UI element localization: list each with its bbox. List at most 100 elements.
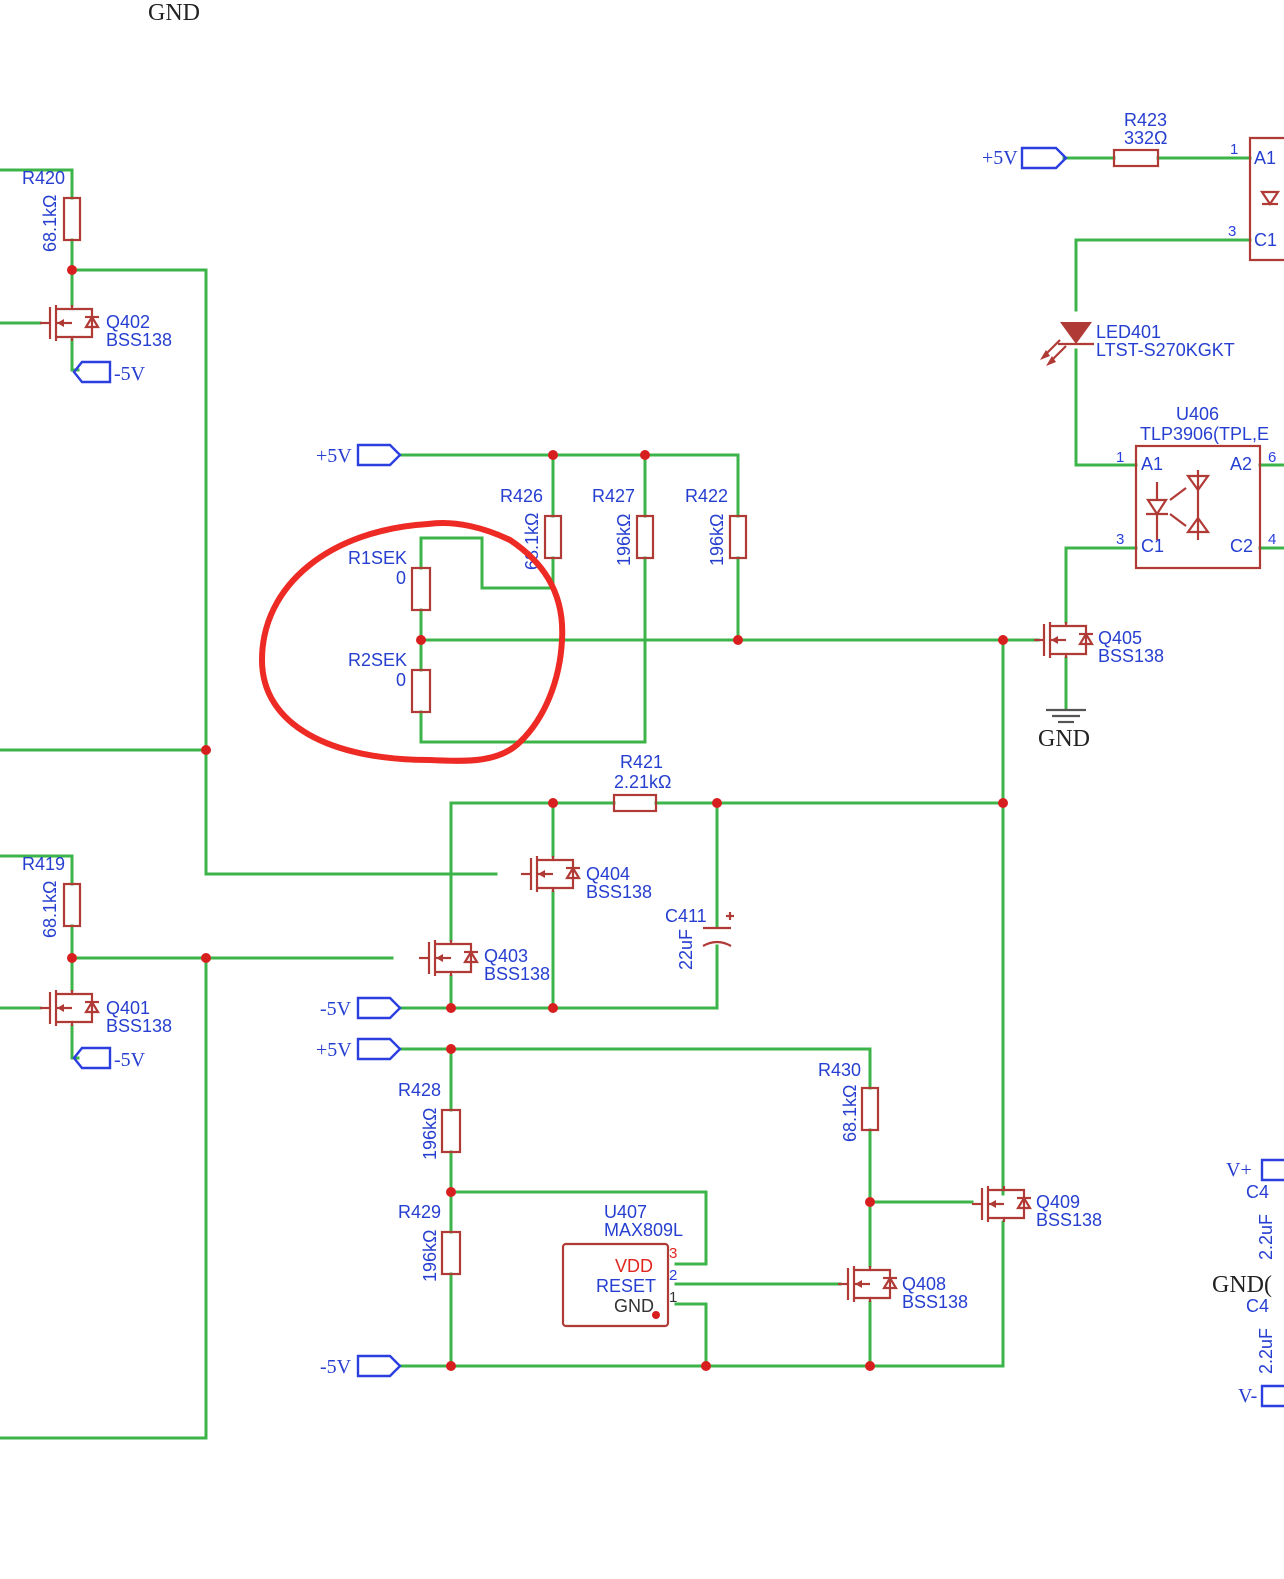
c411-ref: C411 xyxy=(665,906,707,926)
transistor-q405 xyxy=(1034,622,1094,658)
opto-top-pin-c: C1 xyxy=(1254,230,1277,250)
r428-ref: R428 xyxy=(398,1080,441,1100)
r423-value: 332Ω xyxy=(1124,128,1168,148)
port-label-vplus: V+ xyxy=(1226,1159,1252,1181)
u407-num-2: 2 xyxy=(669,1267,677,1284)
port-minus5v-bottom: -5V xyxy=(320,1354,402,1378)
led401-ref: LED401 xyxy=(1096,322,1161,342)
r428-value: 196kΩ xyxy=(420,1108,440,1161)
r429-value: 196kΩ xyxy=(420,1230,440,1283)
right-c-top-value: 2.2uF xyxy=(1256,1214,1276,1260)
port-minus5v-q402: -5V xyxy=(72,360,146,385)
ground-label-top: GND xyxy=(148,0,200,26)
u406-ref: U406 xyxy=(1176,404,1219,424)
u406-num-6: 6 xyxy=(1268,449,1276,466)
wires xyxy=(0,156,1284,1440)
u406-pin-a2: A2 xyxy=(1230,454,1252,474)
u407-pin-vdd: VDD xyxy=(615,1256,653,1276)
r421-value: 2.21kΩ xyxy=(614,772,672,792)
ic-u407: U407 MAX809L VDD RESET GND 3 2 1 xyxy=(561,1202,683,1328)
transistor-q401 xyxy=(40,990,100,1026)
q403-ref: Q403 xyxy=(484,946,528,966)
resistor-r420: R420 68.1kΩ xyxy=(22,168,82,253)
right-c-bottom: C4 xyxy=(1246,1296,1269,1316)
port-plus5v-mid: +5V xyxy=(316,443,402,467)
q405-part: BSS138 xyxy=(1098,646,1164,666)
port-minus5v-q403: -5V xyxy=(320,996,402,1020)
r422-value: 196kΩ xyxy=(707,514,727,567)
ground-symbol: GND xyxy=(1038,708,1090,752)
port-label-minus5v-1: -5V xyxy=(114,363,146,385)
annotation-circle xyxy=(258,519,566,764)
resistor-r421: R421 2.21kΩ xyxy=(612,752,672,813)
q404-part: BSS138 xyxy=(586,882,652,902)
r2sek-value: 0 xyxy=(396,670,406,690)
port-label-minus5v-3: -5V xyxy=(320,998,352,1020)
resistor-r2sek: R2SEK 0 xyxy=(348,650,432,714)
u406-num-4: 4 xyxy=(1268,531,1276,548)
u406-num-1: 1 xyxy=(1116,449,1124,466)
r419-ref: R419 xyxy=(22,854,65,874)
resistor-r429: R429 196kΩ xyxy=(398,1202,462,1283)
q402-part: BSS138 xyxy=(106,330,172,350)
r1sek-ref: R1SEK xyxy=(348,548,407,568)
r430-ref: R430 xyxy=(818,1060,861,1080)
right-gnd: GND( xyxy=(1212,1272,1272,1298)
led401-part: LTST-S270KGKT xyxy=(1096,340,1235,360)
u407-num-1: 1 xyxy=(669,1289,677,1306)
c411-value: 22uF xyxy=(676,929,696,970)
u407-part: MAX809L xyxy=(604,1220,683,1240)
transistor-q409 xyxy=(972,1186,1032,1222)
u407-ref: U407 xyxy=(604,1202,647,1222)
r430-value: 68.1kΩ xyxy=(840,1085,860,1143)
u406-num-3: 3 xyxy=(1116,531,1124,548)
r421-ref: R421 xyxy=(620,752,663,772)
r429-ref: R429 xyxy=(398,1202,441,1222)
q409-part: BSS138 xyxy=(1036,1210,1102,1230)
u406-pin-a1: A1 xyxy=(1141,454,1163,474)
r422-ref: R422 xyxy=(685,486,728,506)
right-c-top: C4 xyxy=(1246,1182,1269,1202)
u406-pin-c1: C1 xyxy=(1141,536,1164,556)
u406-part: TLP3906(TPL,E xyxy=(1140,424,1269,444)
optocoupler-u406: U406 TLP3906(TPL,E A1 A2 C1 C2 1 3 6 4 xyxy=(1116,404,1276,570)
transistor-q402 xyxy=(40,305,100,341)
transistor-q404 xyxy=(521,856,581,892)
q403-part: BSS138 xyxy=(484,964,550,984)
resistor-r419: R419 68.1kΩ xyxy=(22,854,82,939)
r427-ref: R427 xyxy=(592,486,635,506)
r1sek-value: 0 xyxy=(396,568,406,588)
u407-num-3: 3 xyxy=(669,1245,677,1262)
q402-ref: Q402 xyxy=(106,312,150,332)
port-label-plus5v-2: +5V xyxy=(316,445,352,467)
r423-ref: R423 xyxy=(1124,110,1167,130)
resistor-r427: R427 196kΩ xyxy=(592,486,655,567)
r419-value: 68.1kΩ xyxy=(40,881,60,939)
q408-part: BSS138 xyxy=(902,1292,968,1312)
r420-value: 68.1kΩ xyxy=(40,195,60,253)
q408-ref: Q408 xyxy=(902,1274,946,1294)
junctions xyxy=(67,265,1008,1371)
resistor-r422: R422 196kΩ xyxy=(685,486,748,567)
q401-part: BSS138 xyxy=(106,1016,172,1036)
capacitor-c411: C411 22uF xyxy=(665,906,734,970)
port-plus5v-bottom: +5V xyxy=(316,1037,402,1061)
port-label-minus5v-4: -5V xyxy=(320,1356,352,1378)
optocoupler-top-partial: A1 C1 1 3 xyxy=(1228,136,1284,262)
opto-top-pin-a: A1 xyxy=(1254,148,1276,168)
led-led401: LED401 LTST-S270KGKT xyxy=(1040,322,1235,366)
transistor-q408 xyxy=(838,1266,898,1302)
resistor-r428: R428 196kΩ xyxy=(398,1080,462,1161)
port-label-vminus: V- xyxy=(1238,1385,1257,1407)
r2sek-ref: R2SEK xyxy=(348,650,407,670)
r426-ref: R426 xyxy=(500,486,543,506)
ground-label-q405: GND xyxy=(1038,726,1090,752)
opto-top-num-1: 1 xyxy=(1230,141,1238,158)
q401-ref: Q401 xyxy=(106,998,150,1018)
port-plus5v-top-right: +5V xyxy=(982,146,1068,170)
q409-ref: Q409 xyxy=(1036,1192,1080,1212)
r427-value: 196kΩ xyxy=(614,514,634,567)
port-minus5v-q401: -5V xyxy=(72,1046,146,1071)
right-edge-partial: V+ C4 2.2uF GND( C4 2.2uF V- xyxy=(1212,1158,1284,1408)
